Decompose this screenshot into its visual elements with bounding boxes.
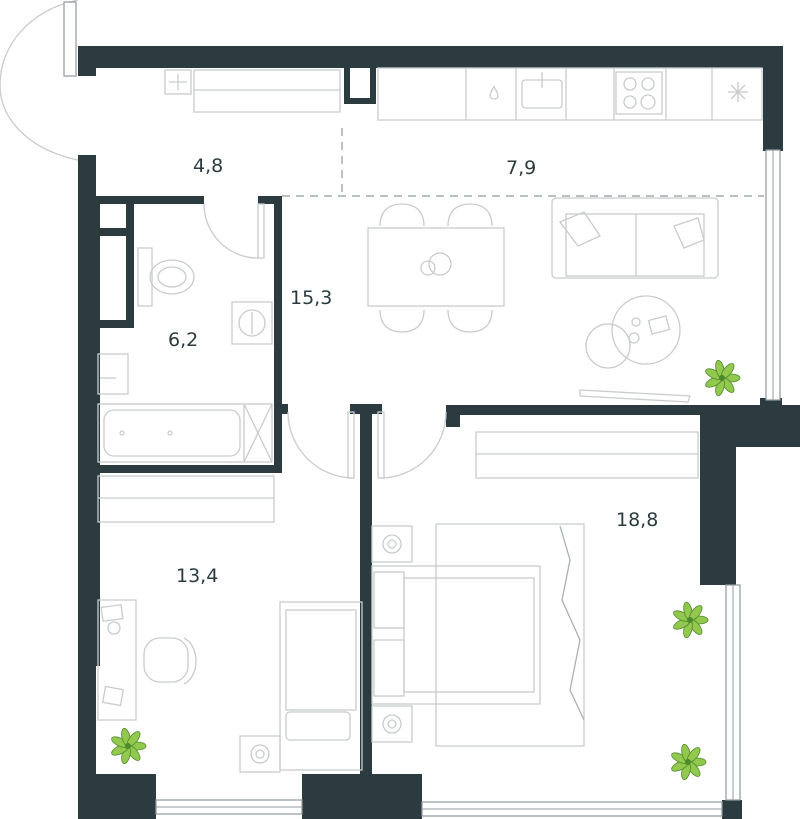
wardrobe-icon: [97, 475, 275, 523]
area-label-hallway: 4,8: [193, 155, 223, 177]
sofa-icon: [551, 197, 719, 279]
chair-icon: [379, 203, 493, 333]
plant-icon: [673, 601, 709, 639]
area-label-living: 15,3: [290, 287, 332, 309]
plant-icon: [111, 727, 147, 765]
washing-machine-icon: [231, 301, 273, 345]
dining-table-icon: [367, 203, 505, 333]
plant-icon: [671, 743, 707, 781]
walls: [78, 46, 800, 819]
area-label-bedroom-small: 13,4: [176, 565, 218, 587]
area-label-bathroom: 6,2: [168, 329, 198, 351]
chair-icon: [143, 637, 197, 685]
bathtub-icon: [97, 403, 273, 463]
kitchen-counter: [377, 67, 763, 121]
zone-dividers: [282, 128, 764, 197]
stove-icon: [615, 71, 663, 115]
doors: [203, 203, 447, 479]
toilet-icon: [137, 247, 195, 307]
bed-icon: [371, 525, 541, 743]
wardrobe-icon: [475, 431, 699, 479]
sink-icon: [97, 353, 129, 395]
rug-icon: [435, 523, 585, 747]
area-label-kitchen: 7,9: [506, 157, 536, 179]
area-label-bedroom-master: 18,8: [616, 509, 658, 531]
kitchen-sink-icon: [521, 72, 563, 109]
wardrobe-icon: [164, 69, 341, 113]
coffee-table-icon: [585, 295, 681, 369]
balcony-door-icon: [0, 0, 79, 161]
tv-stand-icon: [579, 389, 691, 403]
plants: [111, 359, 741, 781]
bed-icon: [239, 601, 363, 773]
plant-icon: [705, 359, 741, 397]
desk-icon: [97, 599, 137, 721]
windows: [155, 149, 781, 817]
